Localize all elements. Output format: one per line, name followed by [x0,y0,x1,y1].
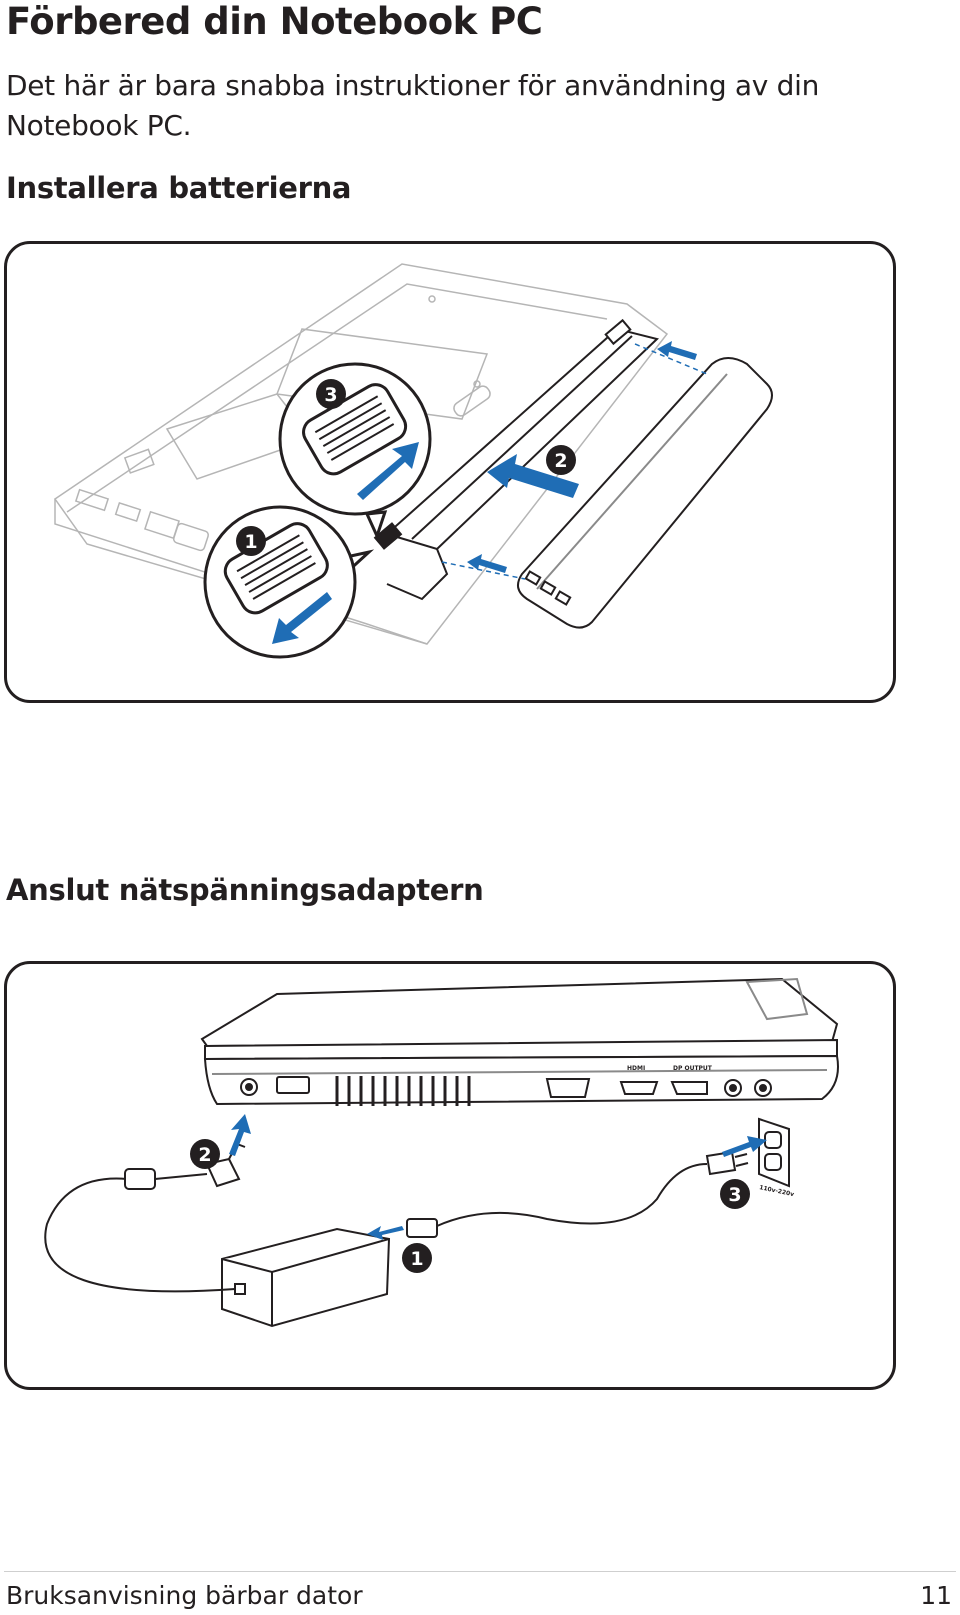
vent-grille [335,1076,471,1106]
laptop-ports [240,1076,772,1106]
arrow-small-bottom [467,554,507,573]
svg-text:1: 1 [244,531,257,553]
intro-text: Det här är bara snabba instruktioner för… [6,69,820,142]
battery-install-illustration: 1 2 3 [53,263,773,659]
callout-2: 2 [190,1139,220,1169]
footer-manual-name: Bruksanvisning bärbar dator [6,1581,363,1610]
usb-port [276,1076,310,1094]
section-heading-adapter: Anslut nätspänningsadaptern [6,873,484,907]
vga-port [545,1078,591,1098]
dc-cable [44,1142,246,1293]
latch-lock-inset [278,362,432,541]
arrow-unlock [272,592,332,644]
footer-divider [4,1571,956,1572]
callout-3: 3 [720,1179,750,1209]
battery-pack [517,357,773,629]
hdmi-label: HDMI [627,1065,645,1072]
dp-port [670,1081,708,1095]
power-adapter-brick [221,1227,391,1328]
section-heading-battery: Installera batterierna [6,171,352,205]
callout-1: 1 [402,1243,432,1273]
direction-arrows [467,341,697,573]
arrow-plug-outlet [722,1136,767,1157]
arrow-small-top [657,341,697,360]
latch-unlock-inset [203,505,375,659]
hdmi-port [619,1081,659,1095]
callout-1: 1 [236,526,266,556]
battery-install-figure: 1 2 3 [4,241,896,703]
svg-text:2: 2 [198,1144,211,1166]
adapter-connect-figure: HDMI DP OUTPUT [4,961,896,1390]
insert-guide-lines [441,343,708,580]
ac-cable [406,1150,749,1238]
direction-arrows [229,1114,767,1240]
svg-text:3: 3 [728,1184,741,1206]
footer-page-number: 11 [920,1581,952,1610]
svg-text:3: 3 [324,384,337,406]
svg-text:1: 1 [410,1248,423,1270]
adapter-connect-illustration: HDMI DP OUTPUT [44,977,839,1328]
svg-text:2: 2 [554,450,567,472]
battery-bay [373,318,660,601]
arrow-lock [357,442,419,500]
arrow-slide-battery [487,454,579,498]
arrow-plug-dc [229,1114,251,1156]
page-title: Förbered din Notebook PC [6,0,543,43]
arrow-plug-brick [367,1226,404,1240]
callout-3: 3 [316,379,346,409]
callout-2: 2 [546,445,576,475]
dp-output-label: DP OUTPUT [673,1065,713,1072]
wall-outlet [758,1117,790,1188]
